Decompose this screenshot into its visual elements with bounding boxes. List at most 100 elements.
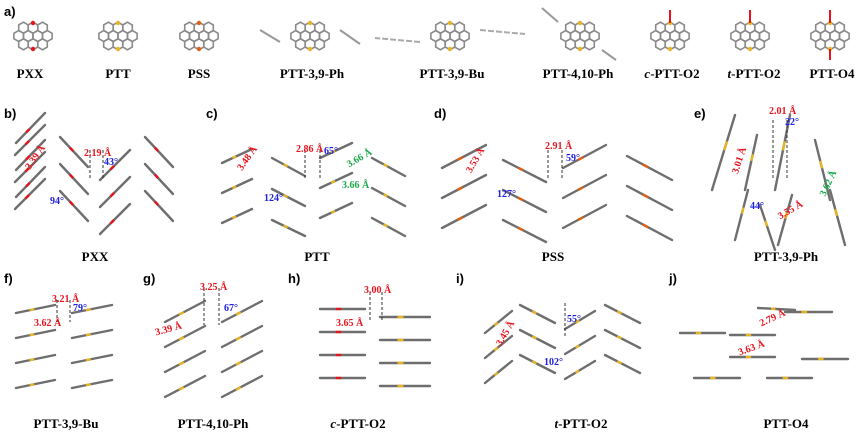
- heteroatom-segment: [643, 194, 648, 197]
- heteroatom-segment: [284, 195, 288, 197]
- molecule-rod: [272, 158, 305, 176]
- heteroatom-marker: [116, 47, 120, 51]
- molecule-rod: [563, 175, 606, 198]
- molecule-rod: [100, 177, 130, 207]
- molecule-label-pxx: PXX: [17, 66, 44, 82]
- name: -PTT-O2: [336, 416, 385, 431]
- molecule-rod: [520, 330, 555, 348]
- molecule-rod: [565, 361, 595, 379]
- name: -PTT-O2: [650, 66, 699, 81]
- heteroatom-segment: [820, 161, 822, 168]
- molecule-rod: [627, 186, 672, 210]
- heteroatom-segment: [26, 195, 30, 199]
- molecule-rod: [565, 336, 595, 354]
- heteroatom-segment: [765, 221, 767, 226]
- molecule-label-ptt-410-ph: PTT-4,10-Ph: [543, 66, 614, 82]
- molecule-ring: [436, 39, 446, 50]
- molecule-rod: [372, 158, 405, 176]
- phenyl-substituent: [260, 30, 280, 42]
- heteroatom-segment: [155, 202, 158, 206]
- name: -PTT-O2: [558, 416, 607, 431]
- angle-label: 55°: [567, 314, 581, 325]
- heteroatom-segment: [233, 216, 237, 218]
- molecule-label-ptt-39-bu: PTT-3,9-Bu: [420, 66, 485, 82]
- distance-label: 2.91 Å: [545, 141, 572, 152]
- panel-b-title: PXX: [82, 249, 109, 265]
- heteroatom-segment: [284, 164, 288, 166]
- panel-g-title: PTT-4,10-Ph: [178, 416, 249, 432]
- distance-label: 2.01 Å: [769, 106, 796, 117]
- butyl-chain: [480, 30, 525, 34]
- heteroatom-segment: [233, 186, 237, 188]
- heteroatom-segment: [457, 217, 462, 220]
- panel-h-title: c-PTT-O2: [330, 416, 385, 432]
- heteroatom-segment: [111, 220, 115, 224]
- heteroatom-segment: [578, 187, 583, 190]
- heteroatom-segment: [518, 198, 523, 201]
- heteroatom-marker: [748, 47, 752, 51]
- molecule-rod: [442, 205, 486, 228]
- heteroatom-segment: [457, 157, 462, 160]
- molecule-label-ptt: PTT: [105, 66, 130, 82]
- molecule-rod: [520, 305, 555, 323]
- molecule-rod: [320, 203, 352, 218]
- heteroatom-segment: [284, 226, 288, 228]
- heteroatom-segment: [494, 348, 497, 351]
- heteroatom-marker: [308, 21, 312, 25]
- panel-e-letter: e): [694, 106, 706, 121]
- heteroatom-segment: [643, 164, 648, 167]
- molecule-label-ptt-o4: PTT-O4: [809, 66, 854, 82]
- heteroatom-segment: [331, 211, 335, 213]
- heteroatom-marker: [197, 47, 201, 51]
- panel-j-title: PTT-O4: [763, 416, 808, 432]
- heteroatom-marker: [578, 47, 582, 51]
- heteroatom-segment: [30, 359, 35, 360]
- panel-i-letter: i): [456, 271, 464, 286]
- molecule-rod: [372, 188, 405, 206]
- molecule-rod: [712, 115, 735, 190]
- heteroatom-segment: [518, 228, 523, 231]
- molecule-label-ptt-39-ph: PTT-3,9-Ph: [280, 66, 344, 82]
- molecule-ring: [19, 39, 29, 50]
- molecule-rod: [145, 191, 173, 221]
- distance-label: 2.86 Å: [296, 144, 323, 155]
- molecule-rod: [503, 220, 546, 242]
- molecule-rod: [145, 137, 173, 167]
- heteroatom-segment: [179, 387, 184, 390]
- molecule-label-c-ptt-o2: c-PTT-O2: [644, 66, 699, 82]
- molecule-rod: [272, 220, 305, 236]
- angle-label: 43°: [104, 157, 118, 168]
- molecule-rod: [372, 218, 405, 236]
- molecule-ring: [204, 39, 214, 50]
- panel-d-title: PSS: [542, 249, 564, 265]
- molecule-ring: [736, 39, 746, 50]
- heteroatom-segment: [26, 183, 29, 187]
- phenyl-substituent: [542, 8, 558, 22]
- heteroatom-segment: [578, 217, 583, 220]
- molecule-rod: [72, 380, 112, 388]
- molecule-rod: [735, 190, 748, 240]
- panel-f-letter: f): [4, 271, 13, 286]
- angle-label: 59°: [566, 153, 580, 164]
- heteroatom-marker: [448, 21, 452, 25]
- molecule-ring: [315, 39, 325, 50]
- distance-label: 3.65 Å: [336, 318, 363, 329]
- panel-e-title: PTT-3,9-Ph: [754, 249, 818, 265]
- distance-label: 3.25 Å: [200, 282, 227, 293]
- heteroatom-segment: [532, 311, 536, 313]
- butyl-chain: [375, 38, 420, 42]
- contact-label: 3.66 Å: [342, 180, 369, 191]
- heteroatom-marker: [578, 21, 582, 25]
- heteroatom-segment: [331, 181, 335, 183]
- heteroatom-segment: [494, 373, 497, 376]
- heteroatom-marker: [116, 21, 120, 25]
- molecule-rod: [830, 190, 845, 245]
- molecule-ring: [755, 39, 765, 50]
- heteroatom-segment: [576, 346, 580, 348]
- heteroatom-segment: [617, 311, 621, 313]
- panel-b-letter: b): [4, 106, 16, 121]
- distance-label: 3.00 Å: [364, 285, 391, 296]
- angle-label: 124°: [264, 193, 283, 204]
- panel-a-letter: a): [4, 4, 16, 19]
